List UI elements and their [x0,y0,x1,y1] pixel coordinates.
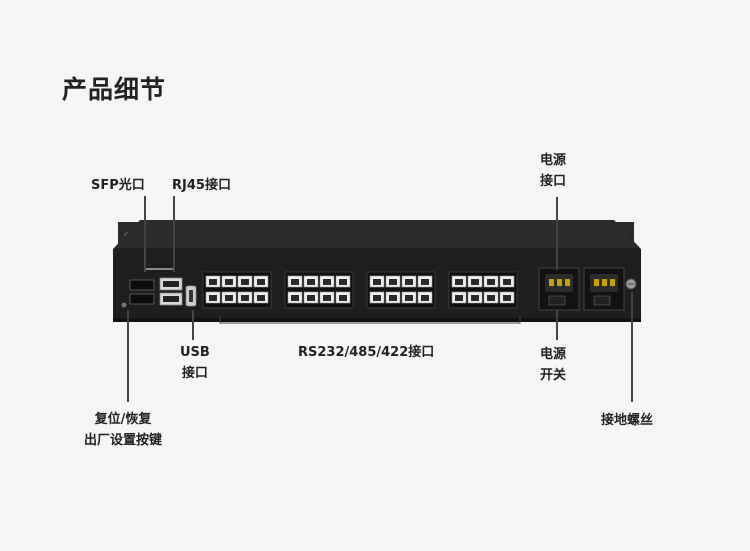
port-socket [323,279,331,285]
port-socket [209,295,217,301]
reset-leader-line [127,310,129,402]
port-socket [503,279,511,285]
network-port-block [129,268,183,306]
ground-screw-label: 接地螺丝 [601,413,654,428]
port-socket [291,295,299,301]
port-socket [209,279,217,285]
usb-port-label: USB 接口 [180,345,210,381]
power-switch-label: 电源 开关 [540,347,567,383]
power-switch-2 [593,295,611,306]
power-module-2 [583,267,625,311]
sfp-leader-line [144,196,146,272]
port-socket [323,295,331,301]
port-socket [373,295,381,301]
sfp-port-label: SFP光口 [91,178,145,193]
port-socket [455,295,463,301]
port-socket [257,295,265,301]
rj45-leader-line [173,196,175,272]
port-socket [405,279,413,285]
power-switch-1 [548,295,566,306]
port-socket [487,295,495,301]
port-socket [389,295,397,301]
page-title: 产品细节 [62,75,167,104]
reset-button-label: 复位/恢复 出厂设置按键 [84,412,163,448]
power-port-leader-line [556,197,558,270]
serial-port-label: RS232/485/422接口 [298,345,435,360]
port-socket [471,279,479,285]
ground-leader-line [631,292,633,402]
port-socket [487,279,495,285]
port-socket [307,279,315,285]
port-socket [339,295,347,301]
power-switch-leader-line [556,310,558,340]
usb-leader-line [192,310,194,340]
port-socket [373,279,381,285]
serial-port-groups [202,271,518,309]
port-socket [421,295,429,301]
port-socket [471,295,479,301]
rj45-port-label: RJ45接口 [172,178,231,193]
port-socket [503,295,511,301]
port-socket [257,279,265,285]
port-socket [405,295,413,301]
port-socket [291,279,299,285]
port-socket [455,279,463,285]
reset-button [121,302,127,308]
port-socket [339,279,347,285]
port-socket [225,279,233,285]
power-module-1 [538,267,580,311]
port-socket [241,279,249,285]
port-socket [389,279,397,285]
usb-port [185,285,197,307]
port-socket [225,295,233,301]
power-port-label: 电源 接口 [540,153,567,189]
port-socket [421,279,429,285]
port-socket [241,295,249,301]
port-socket [307,295,315,301]
